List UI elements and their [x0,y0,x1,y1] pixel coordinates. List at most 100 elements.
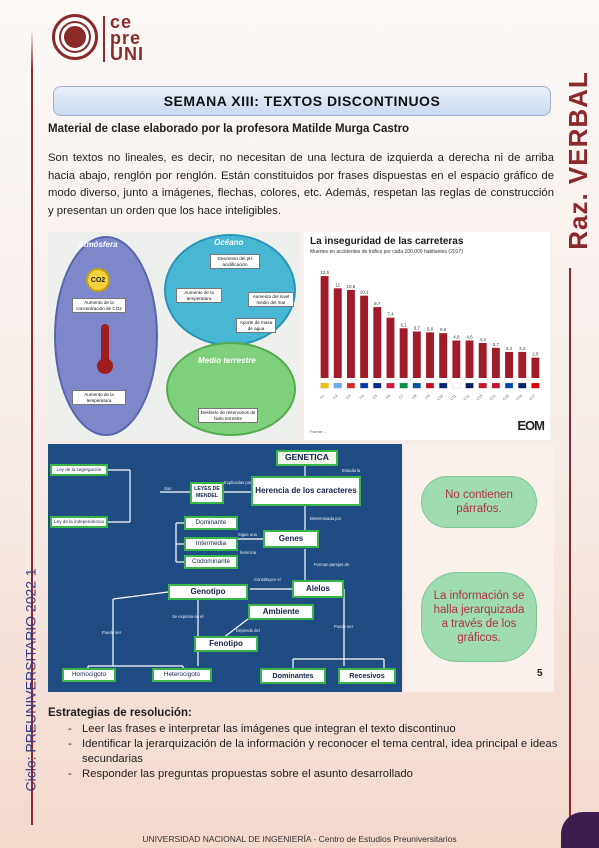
climate-diagram: Atmósfera Océano Medio terrestre CO2 Aum… [48,232,300,440]
country-label: C12 [463,394,470,401]
country-flag-icon [333,382,342,389]
left-border [31,70,33,825]
link-herencia: herencia [240,550,257,555]
country-label: C5 [372,394,378,400]
country-flag-icon [465,382,474,389]
bar-9 [426,332,434,378]
node-genetica: GENETICA [276,450,338,466]
bar-11 [452,340,461,378]
bar-13 [478,342,487,378]
bar-2 [333,288,342,378]
bar-8 [412,331,421,378]
climate-box-1: Aumento de la concentración de CO2 [72,298,126,314]
bar-12 [465,340,474,378]
bar-14 [491,347,500,378]
strategy-item: Identificar la jerarquización de la info… [66,737,564,767]
country-label: C7 [398,394,404,400]
link-son: Son [164,486,172,491]
strategy-item: Leer las frases e interpretar las imágen… [66,722,564,737]
node-alelos: Alelos [292,580,344,598]
bar-4 [360,295,369,378]
atmosphere-label: Atmósfera [78,240,118,249]
country-flag-icon [399,382,408,389]
node-codominante: Codominante [184,555,238,569]
bar-value-label: 3,2 [506,346,513,351]
page-number: 5 [537,668,543,679]
country-label: C11 [450,394,457,401]
strategies-section: Estrategias de resolución: Leer las fras… [48,706,564,782]
cepre-uni-logo: ce pre UNI [110,12,144,64]
country-label: C10 [436,394,443,401]
bar-value-label: 8,7 [374,301,381,306]
right-border [569,268,571,848]
corner-decoration [561,812,599,848]
strategies-heading: Estrategias de resolución: [48,707,192,719]
bar-10 [439,333,448,378]
bar-value-label: 5,5 [440,327,447,332]
chart-footnote: Fuente: ... [310,430,328,434]
country-label: C6 [385,394,391,400]
cycle-name: Ciclo: PREUNIVERSITARIO 2022-1 [23,568,39,792]
link-puede-1: Puede ser [102,630,122,635]
logo-line-1: ce [110,12,133,32]
country-label: C8 [411,394,417,400]
link-sigue: Sigue una [238,532,257,537]
country-flag-icon [360,382,369,389]
country-label: C16 [515,394,522,401]
climate-box-5: Aumento del nivel medio del mar [248,292,294,308]
country-label: C14 [489,394,496,401]
strategy-item: Responder las preguntas propuestas sobre… [66,767,564,782]
node-ley-independencia: Ley de la independencia [50,516,108,528]
chart-subtitle: Muertes en accidentes de tráfico por cad… [310,249,463,255]
concept-map-connectors [87,465,385,670]
bar-15 [505,351,514,378]
bar-value-label: 2,5 [532,352,539,357]
country-flag-icon [518,382,527,389]
page-footer: UNIVERSIDAD NACIONAL DE INGENIERÍA - Cen… [142,834,457,844]
climate-box-2: Aumento de la temperatura [72,390,126,406]
bar-value-label: 3,7 [493,342,500,347]
bar-5 [373,307,382,378]
bar-value-label: 10,1 [360,290,369,295]
node-herencia: Herencia de los caracteres [251,476,361,506]
bar-16 [518,351,527,378]
country-flag-icon [425,382,435,389]
node-recesivos: Recesivos [338,668,396,684]
country-flag-icon [491,382,500,389]
country-label: C4 [359,394,365,400]
logo-line-3: UNI [110,44,144,64]
country-flag-icon [373,382,382,389]
bar-6 [386,317,395,378]
country-flag-icon [346,382,356,389]
link-explicadas: Explicadas por [224,480,252,485]
course-side-title: Raz. VERBAL [563,70,593,250]
bar-3 [346,289,355,378]
left-border-fade [31,30,33,70]
bar-7 [399,328,408,378]
climate-box-7: Deshielo de reservorios de hielo terrest… [198,408,258,424]
bar-value-label: 4,6 [453,334,460,339]
country-flag-icon [320,382,329,389]
country-label: C17 [529,394,536,401]
climate-box-4: Aumento de la temperatura [176,288,222,304]
country-flag-icon [504,382,514,389]
link-expresa: Se expresa en el [172,614,204,619]
country-flag-icon [386,382,395,389]
strategies-list: Leer las frases e interpretar las imágen… [48,722,564,782]
node-ambiente: Ambiente [248,604,314,620]
country-label: C9 [425,394,431,400]
link-depende: Depende del [236,628,260,633]
bar-value-label: 4,3 [480,337,487,342]
uni-seal-logo [52,14,98,60]
bar-value-label: 12,5 [320,270,329,275]
node-fenotipo: Fenotipo [194,636,258,652]
climate-box-6: Aporte de masa de agua [236,318,276,334]
link-forman: Forman parejas de [314,562,350,567]
note-no-paragraphs: No contienen párrafos. [421,476,537,528]
node-genes: Genes [263,530,319,548]
author-line: Material de clase elaborado por la profe… [48,123,410,135]
node-heterocigoto: Heterocigoto [152,668,212,682]
chart-title: La inseguridad de las carreteras [310,236,464,247]
bar-value-label: 7,4 [387,312,394,317]
